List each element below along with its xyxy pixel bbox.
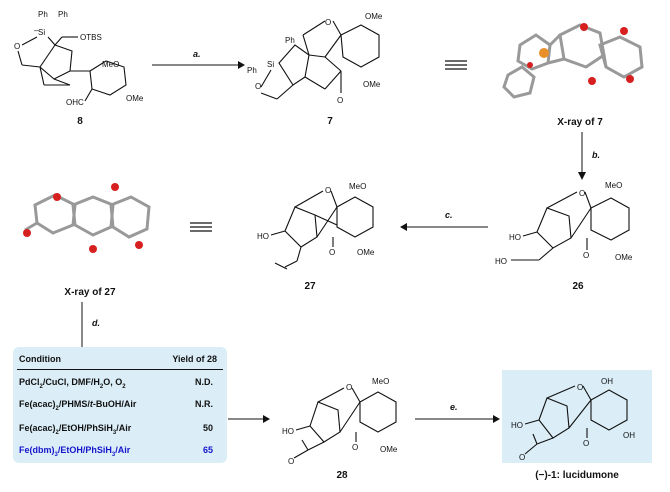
header-divider [17,369,223,370]
row-condition: Fe(acac)2/EtOH/PhSiH3/Air [19,423,132,436]
svg-text:Ph: Ph [247,66,257,75]
svg-text:Ph: Ph [38,10,48,19]
svg-text:Ph: Ph [285,36,295,45]
compound-8-structure: Ph Ph – Si O OTBS MeO OMe OHC [14,10,144,107]
compound-28-label: 28 [336,470,348,481]
svg-text:HO: HO [511,421,523,430]
row-yield: N.R. [195,399,213,409]
svg-text:O: O [519,453,525,462]
svg-text:O: O [352,443,358,452]
svg-text:O: O [288,457,294,466]
reaction-arrow-to-28 [228,415,270,423]
header-yield: Yield of 28 [172,354,217,364]
svg-text:OMe: OMe [365,12,383,21]
step-c-label: c. [445,210,453,220]
svg-text:Ph: Ph [58,10,68,19]
svg-text:O: O [325,18,331,27]
svg-text:O: O [346,383,352,392]
table-row-highlighted: Fe(dbm)3/EtOH/PhSiH3/Air 65 [19,445,221,459]
reaction-arrow-b [578,132,586,180]
svg-text:OH: OH [601,377,613,386]
lucidumone-structure: O HO O OH OH O [511,377,635,462]
row-yield: 50 [202,423,213,433]
svg-text:O: O [14,42,20,51]
table-row: Fe(acac)2/PHMS/t-BuOH/Air N.R. [19,399,221,413]
svg-text:OHC: OHC [66,98,84,107]
svg-text:OTBS: OTBS [80,33,102,42]
row-condition: PdCl2/CuCl, DMF/H2O, O2 [19,377,126,390]
svg-text:MeO: MeO [372,377,389,386]
xray-27-image [23,183,151,253]
svg-text:OMe: OMe [363,80,381,89]
row-condition: Fe(acac)2/PHMS/t-BuOH/Air [19,399,137,412]
svg-text:O: O [337,96,343,105]
equivalence-sign-1 [445,60,467,70]
svg-text:O: O [577,383,583,392]
xray-7-label: X-ray of 7 [557,117,603,128]
reaction-arrow-d [81,302,83,347]
table-row: PdCl2/CuCl, DMF/H2O, O2 N.D. [19,377,221,391]
reaction-arrow-a [152,61,245,69]
svg-text:O: O [325,186,331,195]
compound-26-label: 26 [572,281,584,292]
row-yield: N.D. [195,377,213,387]
svg-text:O: O [583,251,589,260]
svg-text:OMe: OMe [357,248,375,257]
xray-27-label: X-ray of 27 [64,287,116,298]
table-header: Condition Yield of 28 [19,354,221,368]
row-yield: 65 [202,445,213,455]
conditions-table: Condition Yield of 28 PdCl2/CuCl, DMF/H2… [13,347,227,463]
svg-text:OMe: OMe [126,94,144,103]
svg-text:MeO: MeO [605,181,622,190]
svg-text:OH: OH [623,431,635,440]
svg-text:HO: HO [257,232,269,241]
compound-27-structure: O HO MeO OMe O [257,182,375,270]
svg-text:OMe: OMe [380,445,398,454]
svg-text:HO: HO [509,233,521,242]
step-e-label: e. [450,402,458,412]
svg-text:OMe: OMe [615,253,633,262]
header-condition: Condition [19,354,61,364]
reaction-arrow-e [415,415,500,423]
svg-text:Si: Si [267,60,274,69]
step-a-label: a. [193,49,201,59]
svg-text:Si: Si [38,28,45,37]
compound-7-structure: Ph Ph Si O O OMe OMe O [247,12,383,105]
svg-text:O: O [329,248,335,257]
svg-text:HO: HO [495,257,507,266]
step-b-label: b. [592,150,600,160]
equivalence-sign-2 [190,222,212,232]
svg-text:O: O [583,439,589,448]
svg-text:O: O [579,189,585,198]
compound-28-structure: O HO O MeO OMe O [282,377,398,466]
compound-7-label: 7 [327,116,333,127]
step-d-label: d. [92,318,100,328]
svg-text:MeO: MeO [349,182,366,191]
lucidumone-label: (−)-1: lucidumone [535,470,619,481]
table-row: Fe(acac)2/EtOH/PhSiH3/Air 50 [19,423,221,437]
compound-8-label: 8 [77,116,83,127]
svg-text:MeO: MeO [102,60,119,69]
compound-27-label: 27 [304,281,316,292]
compound-26-structure: O HO HO MeO OMe O [495,181,633,266]
reaction-arrow-c [400,223,488,231]
row-condition: Fe(dbm)3/EtOH/PhSiH3/Air [19,445,131,458]
xray-7-image [502,23,644,99]
svg-text:–: – [34,26,39,35]
svg-text:HO: HO [282,427,294,436]
svg-text:O: O [255,82,261,91]
